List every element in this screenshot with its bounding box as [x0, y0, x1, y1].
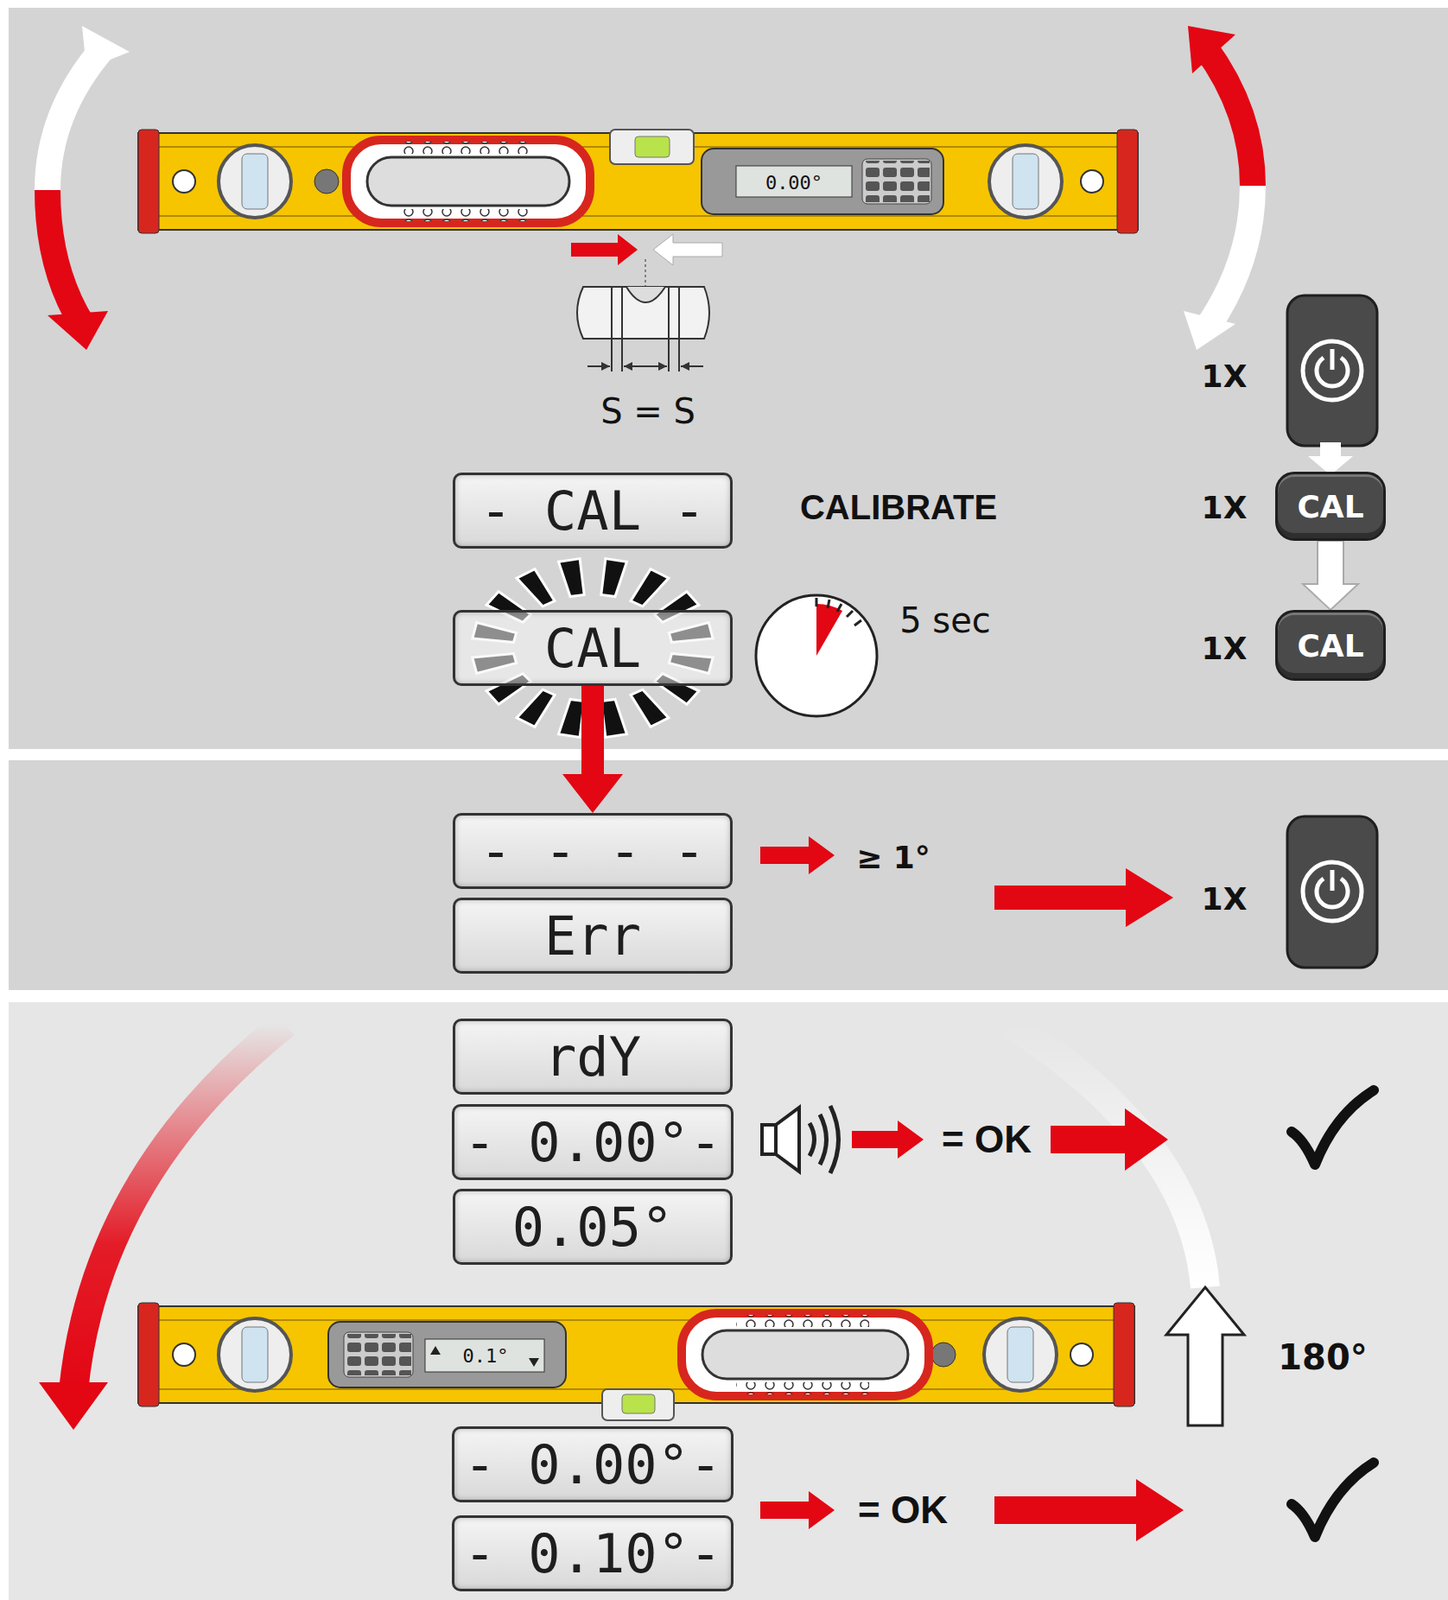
step-title: CALIBRATE	[800, 488, 998, 528]
lcd-display: CAL	[452, 609, 733, 686]
cal-button: CAL	[1275, 471, 1386, 541]
flash-ray	[516, 689, 555, 727]
flow-arrow	[1308, 442, 1353, 476]
flash-ray	[558, 699, 585, 738]
flow-arrow	[1302, 540, 1359, 610]
result-label: = OK	[857, 1488, 948, 1532]
flash-ray	[630, 569, 669, 607]
flow-arrow	[760, 1491, 835, 1530]
flow-arrow	[994, 1479, 1184, 1542]
display-text: CAL	[1296, 628, 1364, 664]
time-label: 5 sec	[899, 600, 991, 641]
display-text: - 0.00°-	[463, 1111, 723, 1175]
power-button	[1287, 816, 1378, 968]
flow-arrow	[1050, 1108, 1169, 1171]
spirit-level	[138, 1302, 1135, 1421]
flash-ray	[630, 689, 669, 727]
stopwatch	[755, 595, 877, 717]
lcd-display: - 0.00°-	[451, 1104, 735, 1181]
flash-ray	[558, 558, 585, 597]
angle-label: 180°	[1277, 1337, 1368, 1378]
display-text: 0.05°	[512, 1195, 674, 1259]
power-button	[1287, 295, 1378, 446]
spirit-level	[138, 129, 1138, 234]
vial-detail	[571, 234, 723, 372]
display-text: CAL	[544, 616, 642, 680]
count-label: 1X	[1201, 358, 1248, 394]
panel	[8, 760, 1448, 991]
lcd-display: 0.05°	[452, 1188, 733, 1265]
count-label: 1X	[1201, 881, 1248, 917]
display-text: - 0.00°-	[463, 1433, 723, 1497]
speaker-icon	[762, 1105, 839, 1174]
dimension-label: S = S	[600, 391, 696, 432]
rotate-arrow	[47, 25, 1253, 350]
lcd-display: rdY	[452, 1018, 733, 1095]
condition-label: ≥ 1°	[856, 839, 931, 876]
flow-arrow	[562, 685, 623, 813]
flash-ray	[516, 569, 555, 607]
display-text: - 0.10°-	[463, 1522, 723, 1586]
lcd-display: - 0.10°-	[451, 1515, 735, 1592]
lcd-display: - 0.00°-	[451, 1426, 735, 1503]
flash-ray	[601, 699, 628, 738]
count-label: 1X	[1201, 489, 1248, 526]
display-text: CAL	[1296, 489, 1364, 525]
display-text: rdY	[544, 1025, 642, 1089]
check-mark	[1291, 1090, 1374, 1165]
flow-arrow	[851, 1120, 924, 1159]
display-reading: 0.1°	[463, 1345, 509, 1367]
flow-arrow	[760, 836, 835, 875]
panel	[8, 7, 1448, 750]
lcd-display: Err	[452, 897, 733, 974]
check-mark	[1291, 1462, 1374, 1537]
cal-button: CAL	[1275, 609, 1386, 681]
panel	[8, 1002, 1448, 1600]
display-text: - CAL -	[479, 479, 705, 543]
lcd-display: - - - -	[452, 812, 733, 890]
lcd-display: - CAL -	[452, 472, 733, 549]
count-label: 1X	[1201, 630, 1248, 667]
display-text: - - - -	[479, 819, 705, 883]
display-reading: 0.00°	[765, 171, 823, 194]
flash-ray	[601, 558, 628, 597]
result-label: = OK	[941, 1117, 1032, 1162]
display-text: Err	[544, 904, 642, 968]
flow-arrow	[994, 868, 1174, 928]
